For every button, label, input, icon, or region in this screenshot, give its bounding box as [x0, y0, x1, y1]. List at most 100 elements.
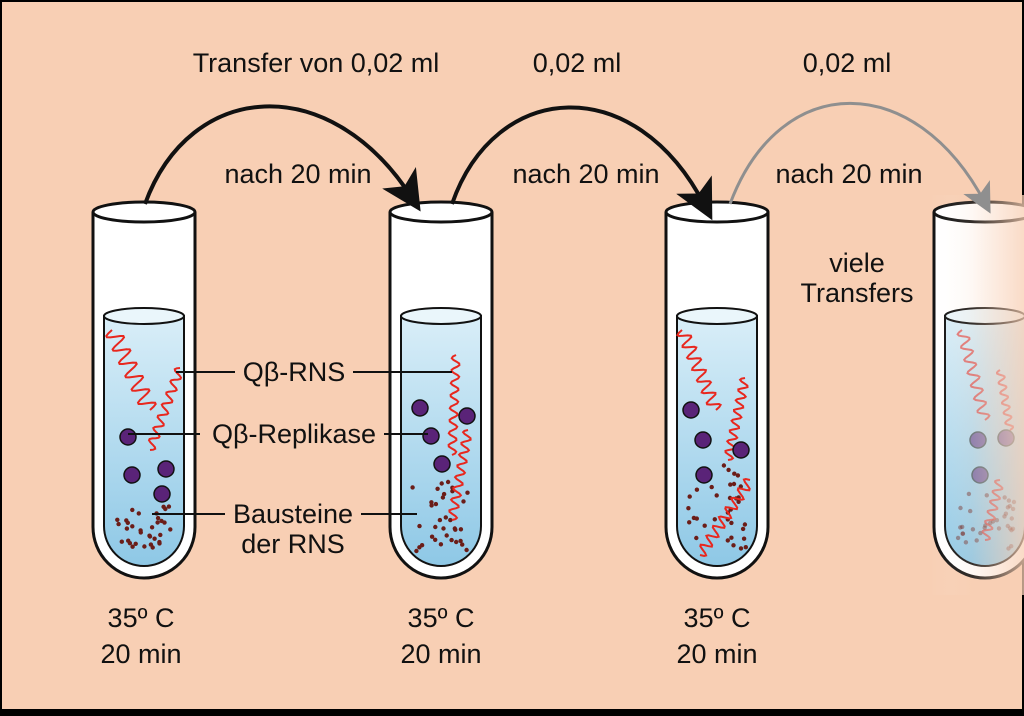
tube-1-temperature: 35º C	[108, 603, 175, 633]
qbeta-replikase-molecule	[694, 431, 712, 449]
label-bausteine-line-2: der RNS	[241, 529, 345, 559]
qbeta-rna-strand	[676, 329, 722, 411]
rna-building-block	[458, 527, 464, 532]
rna-building-block	[743, 545, 748, 550]
rna-building-block	[166, 504, 172, 509]
qbeta-replikase-molecule	[157, 460, 175, 478]
test-tube-4	[930, 195, 1024, 595]
qbeta-replikase-molecule	[695, 466, 713, 484]
test-tube-3	[664, 200, 770, 580]
rna-building-block	[712, 517, 717, 522]
rna-building-block	[694, 516, 699, 521]
rna-building-block	[732, 471, 737, 476]
rna-building-block	[735, 473, 741, 478]
rna-building-block	[714, 493, 719, 498]
rna-building-block	[453, 527, 458, 532]
rna-building-block	[125, 520, 130, 525]
rna-building-block	[464, 547, 469, 553]
rna-building-block	[687, 494, 692, 499]
tube-1-duration: 20 min	[100, 639, 181, 669]
rna-building-block	[742, 522, 748, 527]
label-qbeta-replikase: Qβ-Replikase	[212, 419, 376, 449]
rna-building-block	[438, 542, 444, 547]
rna-building-block	[460, 542, 465, 547]
rna-building-block	[148, 542, 154, 547]
qbeta-replikase-molecule	[458, 407, 476, 425]
transfer-2-amount: 0,02 ml	[533, 48, 622, 78]
rna-building-block	[433, 524, 438, 530]
rna-building-block	[729, 520, 734, 526]
rna-building-block	[149, 525, 155, 530]
rna-building-block	[736, 499, 741, 504]
rna-building-block	[449, 537, 454, 543]
qbeta-rna-strand	[147, 367, 183, 451]
rna-building-block	[127, 541, 133, 546]
rna-building-block	[158, 532, 163, 538]
rna-building-block	[136, 511, 141, 516]
many-transfers-line-1: viele	[829, 248, 885, 278]
rna-building-block	[155, 515, 161, 521]
tube-liquid	[676, 315, 758, 567]
rna-building-block	[147, 534, 153, 539]
rna-building-block	[162, 520, 167, 525]
rna-building-block	[709, 484, 714, 490]
rna-building-block	[444, 533, 449, 538]
rna-building-block	[414, 548, 419, 554]
tube-2-duration: 20 min	[400, 639, 481, 669]
rna-building-block	[441, 491, 447, 497]
rna-building-block	[133, 541, 138, 546]
rna-building-block	[721, 463, 727, 468]
rna-building-block	[729, 535, 734, 540]
test-tube-1	[91, 200, 197, 580]
rna-building-block	[417, 523, 422, 529]
rna-building-block	[124, 526, 130, 531]
rna-building-block	[458, 538, 463, 544]
rna-building-block	[168, 527, 173, 532]
rna-building-block	[116, 521, 121, 527]
tube-liquid	[400, 315, 482, 567]
qbeta-replikase-molecule	[411, 399, 429, 417]
rna-building-block	[157, 541, 162, 546]
rna-building-block	[728, 482, 733, 487]
rna-building-block	[433, 537, 438, 542]
label-bausteine-line-1: Bausteine	[233, 499, 353, 529]
rna-building-block	[461, 499, 466, 504]
rna-building-block	[437, 517, 443, 523]
transfer-1-time: nach 20 min	[224, 159, 371, 189]
rna-building-block	[725, 538, 730, 543]
tube-3-duration: 20 min	[676, 639, 757, 669]
transfer-3-amount: 0,02 ml	[803, 48, 892, 78]
rna-building-block	[741, 536, 747, 541]
rna-building-block	[429, 500, 434, 505]
test-tube-2	[388, 200, 494, 580]
rna-building-block	[726, 467, 731, 473]
qbeta-replikase-molecule	[422, 427, 440, 445]
transfer-arrow-2	[450, 105, 713, 221]
rna-building-block	[419, 543, 425, 548]
rna-building-block	[155, 520, 160, 525]
fade-overlay	[930, 195, 1024, 595]
rna-building-block	[686, 506, 691, 511]
liquid-surface	[103, 307, 185, 325]
liquid-surface	[676, 307, 758, 325]
rna-building-block	[731, 543, 736, 548]
tube-rim	[388, 200, 494, 224]
rna-building-block	[130, 524, 135, 529]
rna-building-block	[441, 526, 446, 531]
qbeta-rna-strand	[105, 329, 157, 411]
rna-building-block	[738, 546, 744, 551]
transfer-2-time: nach 20 min	[512, 159, 659, 189]
rna-building-block	[454, 539, 459, 545]
rna-building-block	[130, 544, 135, 549]
rna-building-block	[152, 536, 157, 541]
qbeta-rna-strand	[448, 429, 472, 521]
qbeta-replikase-molecule	[433, 455, 451, 473]
transfer-3-time: nach 20 min	[775, 159, 922, 189]
rna-building-block	[429, 534, 435, 539]
test-tubes	[91, 195, 1024, 595]
tube-rim	[91, 200, 197, 224]
rna-building-block	[435, 486, 440, 491]
transfer-arrows	[143, 102, 991, 221]
rna-building-block	[439, 481, 444, 486]
